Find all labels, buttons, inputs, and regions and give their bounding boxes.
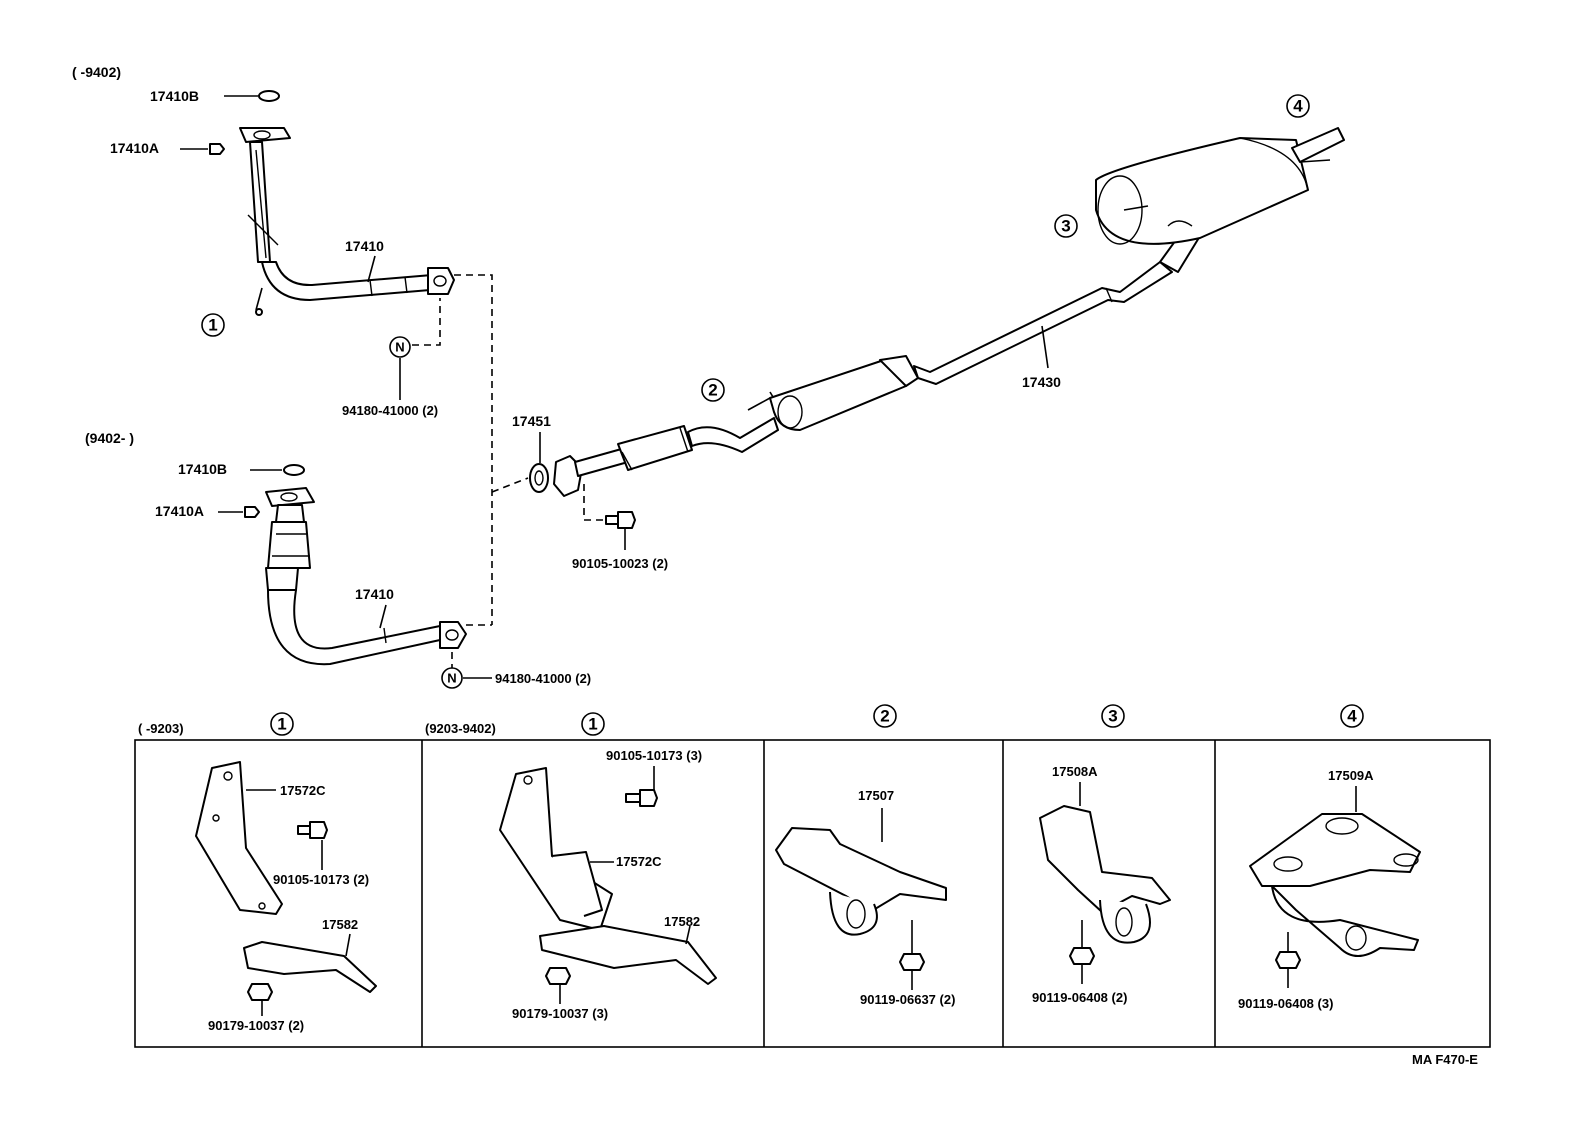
sub-muffler: [769, 359, 907, 431]
svg-text:1: 1: [277, 715, 286, 734]
tail-pipe-assembly: [769, 127, 1345, 431]
svg-text:90105-10173 (2): 90105-10173 (2): [273, 872, 369, 887]
n-mark-upper: [389, 336, 411, 358]
panel-2-callout: [581, 712, 605, 736]
bracket-panels: [134, 739, 1491, 1048]
svg-text:17582: 17582: [322, 917, 358, 932]
nut-a-lower: [244, 506, 260, 518]
panel-1-parts: 17572C 90105-10173 (2) 17582 90179-10037…: [195, 761, 377, 1033]
svg-text:2: 2: [880, 707, 889, 726]
label-ring-gasket: 17451: [512, 413, 551, 429]
main-muffler: [1095, 137, 1309, 245]
panel-2-parts: 90105-10173 (3) 17572C 17582 90179-10037…: [499, 748, 717, 1021]
label-nut-a-lower: 17410A: [155, 503, 204, 519]
svg-text:2: 2: [708, 381, 717, 400]
label-front-pipe-upper: 17410: [345, 238, 384, 254]
svg-text:90105-10173 (3): 90105-10173 (3): [606, 748, 702, 763]
hanger-17507: [775, 827, 947, 913]
svg-text:N: N: [395, 340, 404, 355]
bolt-90119-b: [1069, 947, 1095, 965]
resonator: [617, 425, 693, 471]
nut-a-upper: [209, 143, 225, 155]
center-pipe: [553, 391, 783, 497]
svg-text:1: 1: [588, 715, 597, 734]
panel-5-callout: [1340, 704, 1364, 728]
nut-90179-a: [247, 983, 273, 1001]
callout-3-main: [1054, 214, 1078, 238]
svg-text:3: 3: [1108, 707, 1117, 726]
svg-text:90179-10037 (2): 90179-10037 (2): [208, 1018, 304, 1033]
panel-1-header: ( -9203): [138, 721, 184, 736]
svg-text:90119-06408 (2): 90119-06408 (2): [1032, 990, 1127, 1005]
panel-3-callout: [873, 704, 897, 728]
panel-4-callout: [1101, 704, 1125, 728]
bolt-90105-b: [639, 789, 658, 807]
callout-1-upper: [201, 313, 225, 337]
callout-2-main: [701, 378, 725, 402]
variant-lower-label: (9402- ): [85, 430, 134, 446]
label-gasket-b-upper: 17410B: [150, 88, 199, 104]
svg-text:17508A: 17508A: [1052, 764, 1098, 779]
svg-text:17572C: 17572C: [280, 783, 326, 798]
svg-text:17582: 17582: [664, 914, 700, 929]
label-spring-bolt-lower: 94180-41000 (2): [495, 671, 591, 686]
connector-upper-dashed: [454, 274, 493, 625]
svg-text:4: 4: [1293, 97, 1303, 116]
svg-text:17572C: 17572C: [616, 854, 662, 869]
panel-4-parts: 17508A 90119-06408 (2): [1032, 764, 1171, 1005]
figure-code: MA F470-E: [1412, 1052, 1478, 1067]
catalytic-converter: [267, 521, 311, 569]
svg-text:90119-06408 (3): 90119-06408 (3): [1238, 996, 1333, 1011]
variant-upper-label: ( -9402): [72, 64, 121, 80]
label-gasket-b-lower: 17410B: [178, 461, 227, 477]
label-front-pipe-lower: 17410: [355, 586, 394, 602]
svg-text:90179-10037 (3): 90179-10037 (3): [512, 1006, 608, 1021]
svg-text:17509A: 17509A: [1328, 768, 1374, 783]
bolt-90119-c: [1275, 951, 1301, 969]
n-mark-lower: [441, 667, 463, 689]
panel-1-callout: [270, 712, 294, 736]
svg-text:90119-06637 (2): 90119-06637 (2): [860, 992, 955, 1007]
panel-5-parts: 17509A 90119-06408 (3): [1238, 768, 1421, 1011]
label-tail-pipe: 17430: [1022, 374, 1061, 390]
svg-text:17507: 17507: [858, 788, 894, 803]
label-nut-a-upper: 17410A: [110, 140, 159, 156]
label-spring-bolt-upper: 94180-41000 (2): [342, 403, 438, 418]
panel-3-parts: 17507 90119-06637 (2): [775, 788, 955, 1007]
gasket-b-lower: [283, 464, 305, 476]
bracket-17582-a: [243, 941, 377, 993]
label-bolt-center: 90105-10023 (2): [572, 556, 668, 571]
bracket-17572c-a: [195, 761, 283, 915]
svg-text:1: 1: [208, 316, 217, 335]
hanger-17508a: [1039, 805, 1171, 913]
bolt-90119-a: [899, 953, 925, 971]
gasket-b-upper: [258, 90, 280, 102]
ring-gasket: [529, 463, 549, 493]
nut-90179-b: [545, 967, 571, 985]
svg-text:3: 3: [1061, 217, 1070, 236]
bolt-90105-a: [309, 821, 328, 839]
svg-text:N: N: [447, 671, 456, 686]
front-pipe-upper: [239, 127, 455, 316]
callout-4-main: [1286, 94, 1310, 118]
panel-2-header: (9203-9402): [425, 721, 496, 736]
hanger-17509a: [1249, 813, 1421, 887]
bolt-center: [617, 511, 636, 529]
svg-text:4: 4: [1347, 707, 1357, 726]
front-pipe-lower: [265, 487, 467, 666]
bracket-17582-b: [539, 925, 717, 985]
